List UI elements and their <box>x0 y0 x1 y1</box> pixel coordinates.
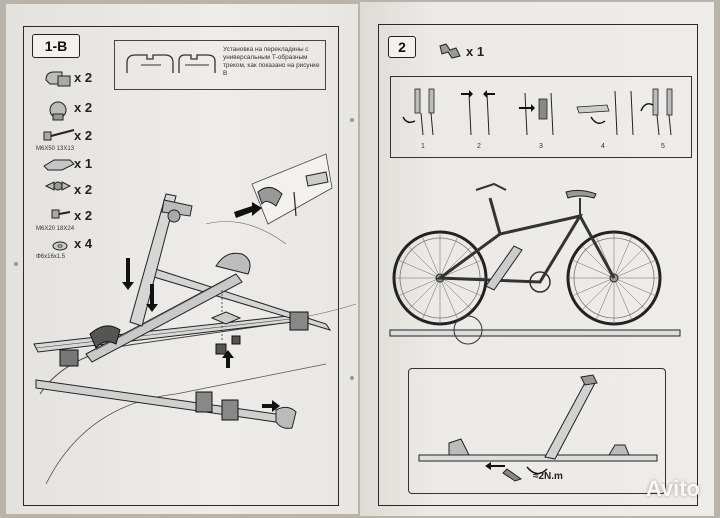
part-qty: x 2 <box>74 128 93 143</box>
right-page: 2 x 1 <box>360 2 714 516</box>
frame-holder-arm <box>129 193 193 327</box>
substep-label: 5 <box>661 143 665 150</box>
key-qty: x 1 <box>466 44 485 59</box>
part-qty: x 2 <box>74 182 93 197</box>
detail-panel: ≈2N.m <box>408 368 666 494</box>
substeps-drawing <box>402 88 673 136</box>
part-spec: M6X50 13X13 <box>36 146 75 152</box>
bike-frame <box>435 182 616 293</box>
substep-1 <box>402 88 435 136</box>
part-qty: x 2 <box>74 208 93 223</box>
crossbar-bottom <box>35 379 277 423</box>
exploded-hardware <box>210 290 242 368</box>
clamp-icon <box>45 71 71 87</box>
t-track-icon <box>126 54 216 73</box>
substep-label: 2 <box>477 143 481 150</box>
substep-5 <box>640 88 673 136</box>
end-cap <box>275 406 297 429</box>
short-bolt-icon <box>51 209 71 219</box>
washer-icon <box>52 241 68 251</box>
hex-key-icon <box>439 43 461 59</box>
step-label-2: 2 <box>388 36 416 58</box>
avito-watermark: Avito <box>645 476 700 501</box>
wheel-holder <box>215 252 251 275</box>
roof-rack-installation-drawing <box>33 153 357 485</box>
zoom-circle <box>453 315 483 345</box>
parts-icons <box>43 71 75 251</box>
substep-3 <box>519 92 554 136</box>
torque-label: ≈2N.m <box>533 471 563 482</box>
strap-clamp <box>89 325 121 349</box>
arrows <box>122 258 280 412</box>
binder-hole <box>350 118 354 122</box>
part-qty: x 4 <box>74 236 93 251</box>
substep-4 <box>576 90 634 136</box>
part-qty: x 2 <box>74 70 93 85</box>
step-label-1b: 1-B <box>32 34 80 58</box>
wing-nut-icon <box>44 181 72 191</box>
knob-icon <box>49 101 67 121</box>
note-text: Установка на перекладины с универсальным… <box>223 46 320 77</box>
right-page-frame <box>378 24 698 506</box>
bicycle-on-rack-drawing <box>389 182 681 345</box>
left-page: 1-B Установка на перекладины с универсал… <box>6 4 358 514</box>
binder-hole <box>14 262 18 266</box>
rack-bar <box>389 329 681 337</box>
substeps-panel: 1 2 3 4 5 <box>390 76 692 158</box>
part-qty: x 2 <box>74 100 93 115</box>
foot-clamps <box>59 311 309 421</box>
substep-label: 1 <box>421 143 425 150</box>
rack-arm <box>485 245 523 291</box>
part-spec: M6X20 18X24 <box>36 226 75 232</box>
part-qty: x 1 <box>74 156 93 171</box>
substep-label: 4 <box>601 143 605 150</box>
part-spec: Φ6x16x1.5 <box>36 254 66 260</box>
note-box: Установка на перекладины с универсальным… <box>114 40 326 90</box>
long-bolt-icon <box>43 129 75 141</box>
bracket-icon <box>43 159 75 171</box>
arm-tightening-drawing <box>418 374 658 482</box>
substep-label: 3 <box>539 143 543 150</box>
binder-hole <box>350 376 354 380</box>
substep-2 <box>461 90 495 136</box>
detail-callout <box>234 153 333 225</box>
left-page-frame <box>23 26 339 506</box>
